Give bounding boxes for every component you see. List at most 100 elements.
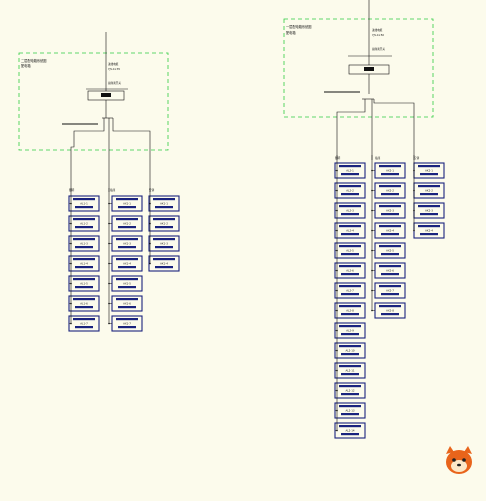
distribution-box-label: AL2-8 <box>346 308 354 312</box>
distribution-box-label: AK1-2 <box>160 221 168 225</box>
distribution-box-footer-bar <box>341 353 359 356</box>
distribution-box-header-bar <box>379 285 401 288</box>
distribution-box-footer-bar <box>381 233 399 236</box>
mascot-watermark-icon <box>446 446 472 474</box>
distribution-box-header-bar <box>73 278 95 281</box>
distribution-box-label: AL2-13 <box>345 408 354 412</box>
distribution-box-header-bar <box>116 198 138 201</box>
distribution-box-footer-bar <box>155 266 173 269</box>
distribution-box: AX1-4 <box>108 255 143 272</box>
distribution-box-header-bar <box>153 238 175 241</box>
left-panel-frame <box>18 52 169 151</box>
distribution-box-header-bar <box>339 185 361 188</box>
distribution-box-header-bar <box>339 365 361 368</box>
distribution-box-label: AX2-1 <box>386 168 394 172</box>
distribution-box-label: AX1-7 <box>123 321 131 325</box>
distribution-box-footer-bar <box>381 253 399 256</box>
distribution-box-footer-bar <box>341 233 359 236</box>
distribution-box-label: AX2-7 <box>386 288 394 292</box>
distribution-box-header-bar <box>73 318 95 321</box>
distribution-box-label: AL1-5 <box>80 281 88 285</box>
distribution-box: AK2-4 <box>413 222 445 239</box>
distribution-box: AL1-7 <box>68 315 100 332</box>
distribution-box-header-bar <box>379 265 401 268</box>
distribution-box-label: AL2-6 <box>346 268 354 272</box>
distribution-box: AK1-4 <box>148 255 180 272</box>
distribution-box-header-bar <box>339 165 361 168</box>
distribution-box-footer-bar <box>420 173 438 176</box>
distribution-box-header-bar <box>153 218 175 221</box>
distribution-box-footer-bar <box>341 193 359 196</box>
distribution-box-footer-bar <box>75 326 93 329</box>
distribution-box-footer-bar <box>118 306 136 309</box>
distribution-box-header-bar <box>153 198 175 201</box>
left-group2-label: 插座 <box>110 188 116 192</box>
distribution-box-header-bar <box>339 265 361 268</box>
distribution-box: AL1-5 <box>68 275 100 292</box>
distribution-box-footer-bar <box>75 286 93 289</box>
distribution-box: AX1-2 <box>108 215 143 232</box>
left-group3-riser <box>112 118 151 192</box>
distribution-box: AL2-3 <box>334 202 366 219</box>
distribution-box-label: AL2-1 <box>346 168 354 172</box>
distribution-box-footer-bar <box>420 193 438 196</box>
distribution-box: AX2-7 <box>371 282 406 299</box>
distribution-box-header-bar <box>116 318 138 321</box>
distribution-box: AL2-11 <box>334 362 366 379</box>
distribution-box-header-bar <box>379 225 401 228</box>
distribution-box-label: AL2-3 <box>346 208 354 212</box>
distribution-box-header-bar <box>339 405 361 408</box>
distribution-box-header-bar <box>418 165 440 168</box>
distribution-box-footer-bar <box>341 313 359 316</box>
distribution-box-header-bar <box>418 225 440 228</box>
distribution-box: AK1-2 <box>148 215 180 232</box>
distribution-box: AL2-9 <box>334 322 366 339</box>
distribution-box-label: AL1-4 <box>80 261 88 265</box>
distribution-box-header-bar <box>339 325 361 328</box>
distribution-box: AX2-5 <box>371 242 406 259</box>
right-breaker-element <box>364 67 374 71</box>
distribution-box: AL2-2 <box>334 182 366 199</box>
right-group1-boxes: AL2-1AL2-2AL2-3AL2-4AL2-5AL2-6AL2-7AL2-8… <box>334 155 366 439</box>
distribution-box-header-bar <box>339 285 361 288</box>
distribution-box-footer-bar <box>381 193 399 196</box>
distribution-box: AX2-8 <box>371 302 406 319</box>
distribution-box: AL2-12 <box>334 382 366 399</box>
distribution-box-label: AL1-6 <box>80 301 88 305</box>
distribution-box-header-bar <box>116 278 138 281</box>
distribution-box-footer-bar <box>381 313 399 316</box>
right-group1-riser <box>336 99 366 160</box>
left-feeder-text: 进线电缆 <box>108 62 119 66</box>
left-breaker-element <box>101 93 111 97</box>
distribution-box: AK1-3 <box>148 235 180 252</box>
right-panel-frame <box>283 18 434 118</box>
distribution-box-header-bar <box>339 425 361 428</box>
distribution-box-footer-bar <box>155 206 173 209</box>
distribution-box-footer-bar <box>341 253 359 256</box>
distribution-box-label: AX2-2 <box>386 188 394 192</box>
distribution-box-footer-bar <box>118 286 136 289</box>
distribution-box: AL1-2 <box>68 215 100 232</box>
distribution-box-footer-bar <box>341 413 359 416</box>
distribution-box-header-bar <box>73 298 95 301</box>
distribution-box: AK1-1 <box>148 195 180 212</box>
distribution-box-header-bar <box>379 245 401 248</box>
distribution-box-footer-bar <box>341 273 359 276</box>
distribution-box-label: AL2-10 <box>345 348 354 352</box>
distribution-box-footer-bar <box>75 306 93 309</box>
distribution-box-header-bar <box>116 258 138 261</box>
distribution-box-label: AX2-8 <box>386 308 394 312</box>
distribution-box-header-bar <box>339 225 361 228</box>
left-group3-label: 空调 <box>149 188 155 192</box>
distribution-box-footer-bar <box>118 206 136 209</box>
distribution-box-label: AX2-5 <box>386 248 394 252</box>
distribution-box-footer-bar <box>381 173 399 176</box>
distribution-box-header-bar <box>339 345 361 348</box>
distribution-box: AX1-6 <box>108 295 143 312</box>
distribution-box-footer-bar <box>341 333 359 336</box>
distribution-box-header-bar <box>339 385 361 388</box>
distribution-box-header-bar <box>116 238 138 241</box>
